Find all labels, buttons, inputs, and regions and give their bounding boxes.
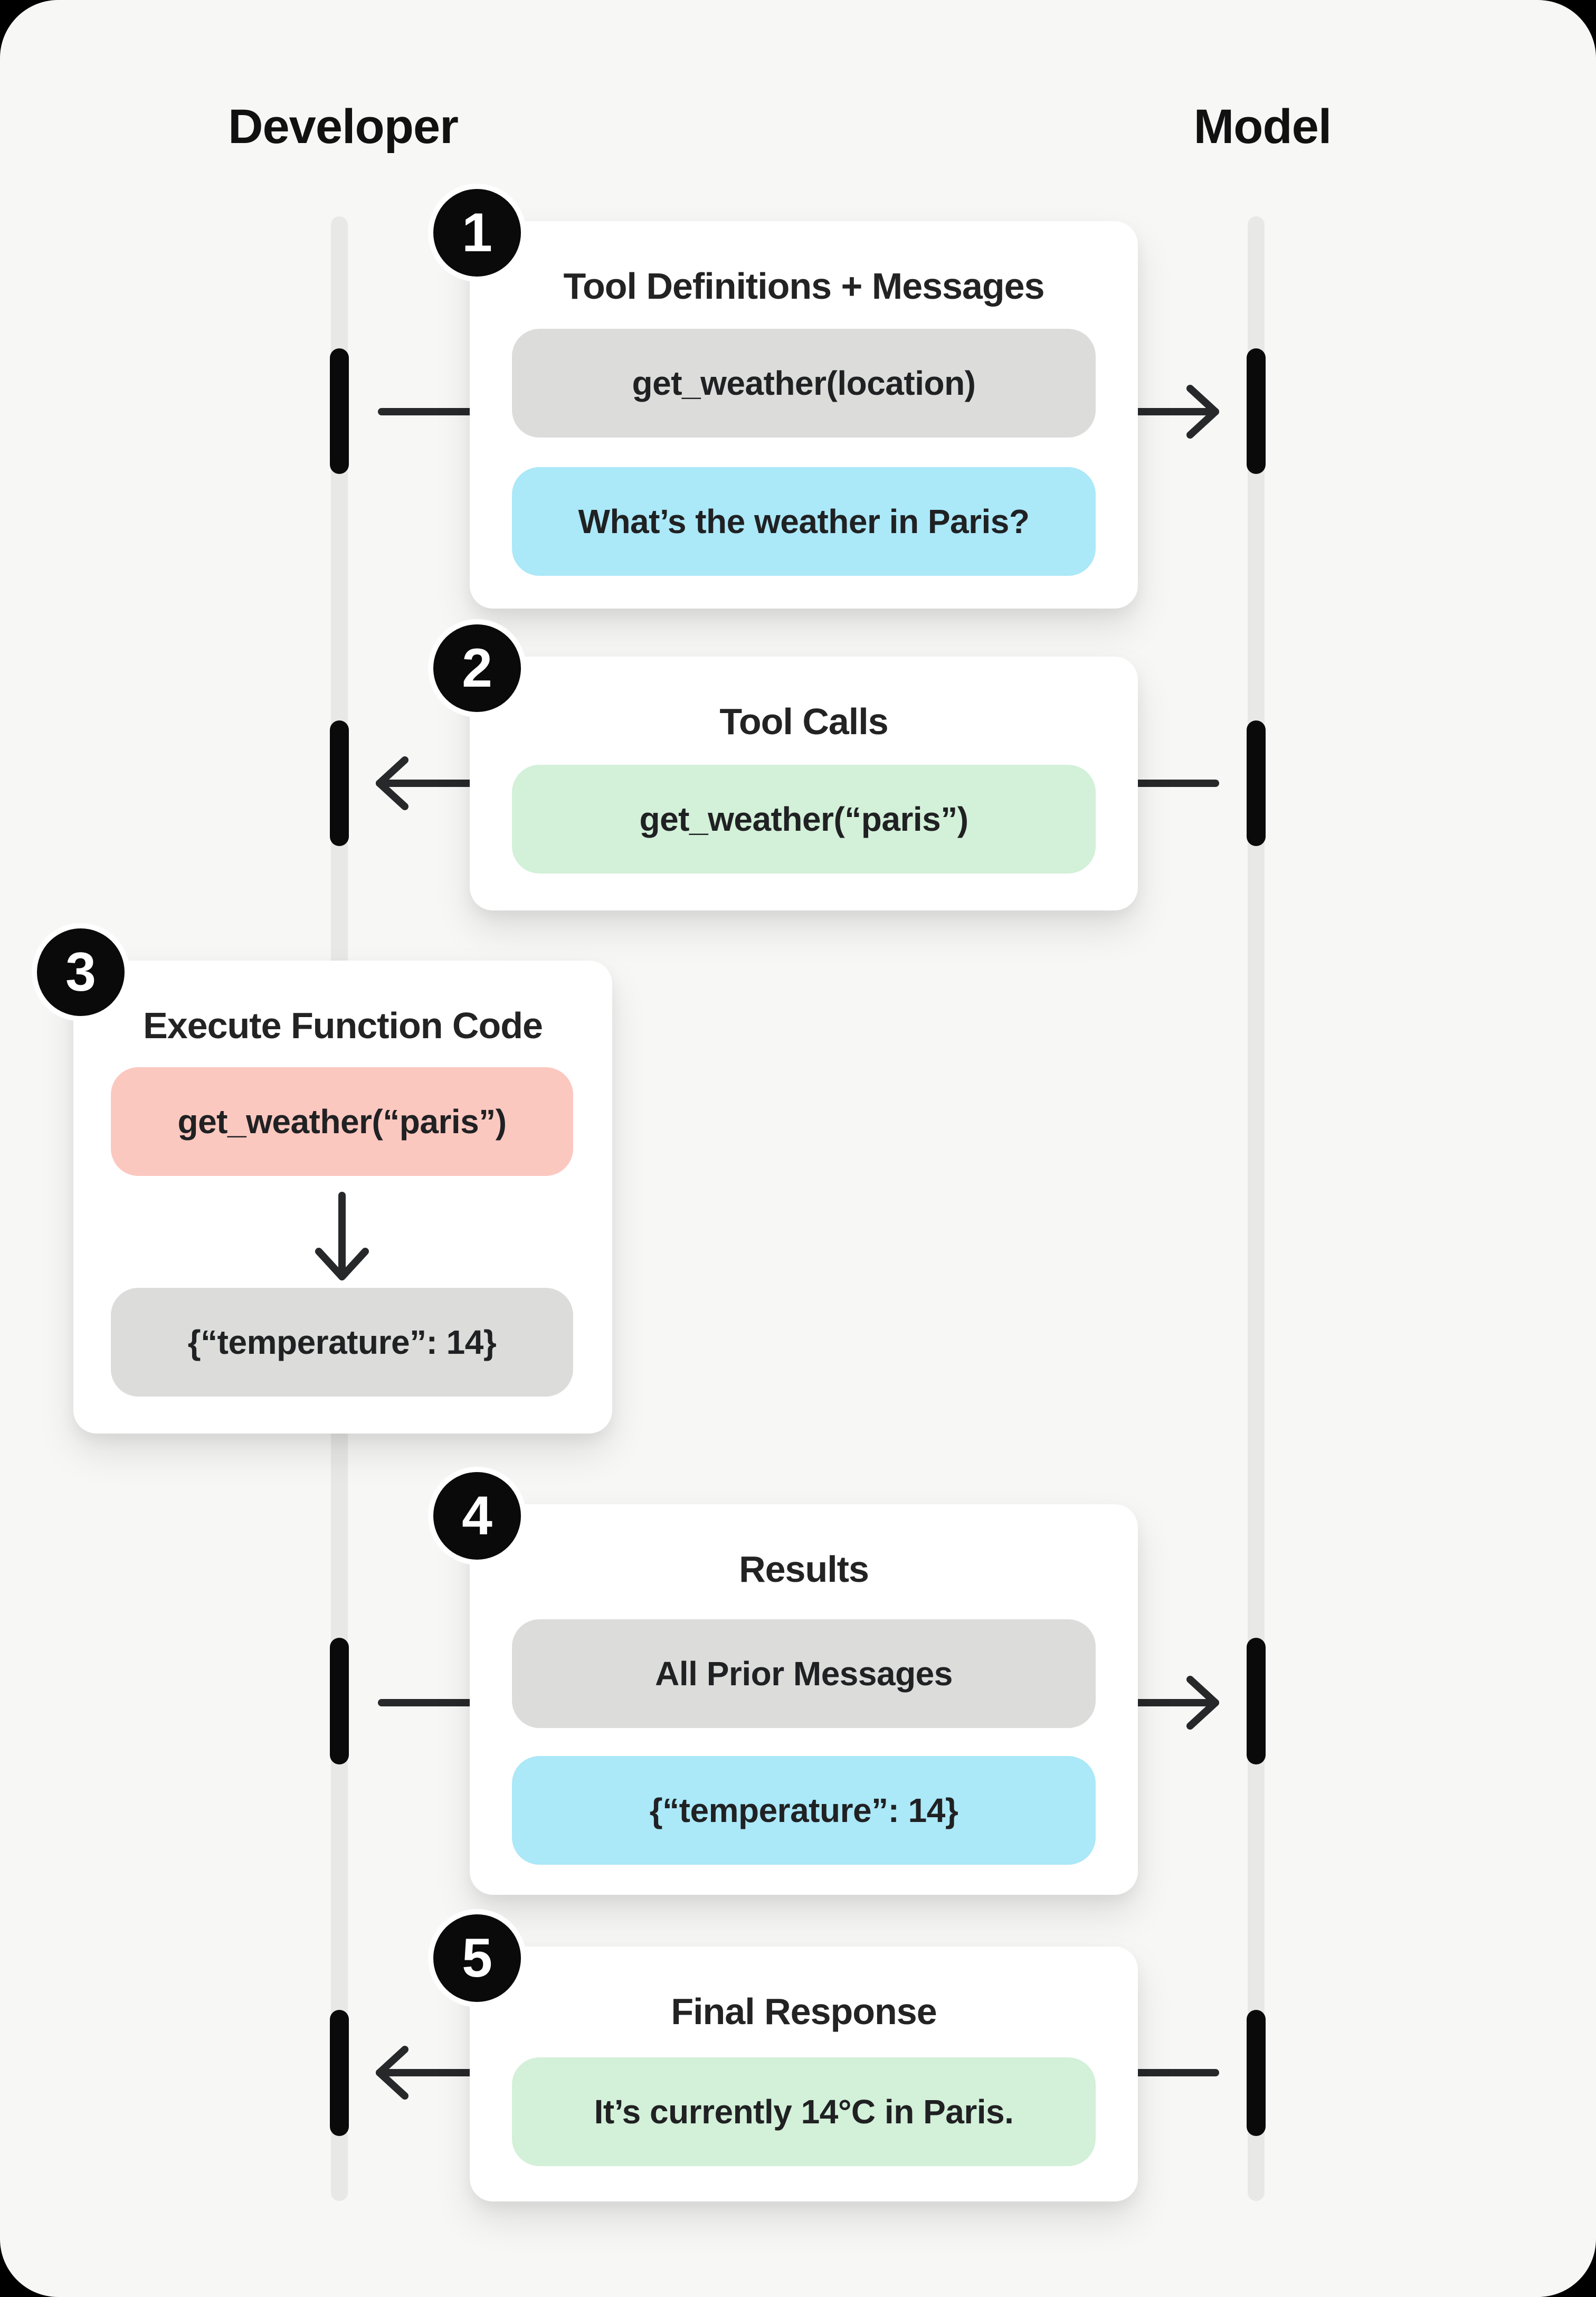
step3-card: Execute Function Code get_weather(“paris… bbox=[73, 961, 612, 1434]
step5-card: Final Response It’s currently 14°C in Pa… bbox=[470, 1947, 1138, 2201]
step2-tool-call-pill: get_weather(“paris”) bbox=[512, 765, 1096, 874]
step2-title: Tool Calls bbox=[719, 701, 888, 742]
step3-number-badge: 3 bbox=[32, 923, 130, 1021]
step1-user-message-pill: What’s the weather in Paris? bbox=[512, 467, 1096, 576]
model-lifeline bbox=[1248, 216, 1265, 2201]
model-activation-bar-step1 bbox=[1247, 348, 1266, 474]
arrow-step3-down-icon bbox=[315, 1192, 369, 1280]
step5-number-badge: 5 bbox=[428, 1909, 526, 2007]
developer-activation-bar-step5 bbox=[330, 2010, 349, 2136]
step2-number-badge: 2 bbox=[428, 619, 526, 717]
step5-title: Final Response bbox=[671, 1991, 937, 2032]
step1-number-badge: 1 bbox=[428, 184, 526, 282]
step3-function-result-pill: {“temperature”: 14} bbox=[111, 1288, 573, 1397]
step2-card: Tool Calls get_weather(“paris”) bbox=[470, 657, 1138, 910]
model-lane-label: Model bbox=[1193, 100, 1332, 154]
step3-function-call-pill: get_weather(“paris”) bbox=[111, 1067, 573, 1176]
step3-title: Execute Function Code bbox=[143, 1005, 543, 1046]
step4-title: Results bbox=[739, 1549, 869, 1590]
developer-activation-bar-step1 bbox=[330, 348, 349, 474]
step5-final-response-pill: It’s currently 14°C in Paris. bbox=[512, 2057, 1096, 2166]
step4-result-message-pill: {“temperature”: 14} bbox=[512, 1756, 1096, 1865]
model-activation-bar-step2 bbox=[1247, 720, 1266, 846]
developer-lane-label: Developer bbox=[228, 100, 459, 154]
model-activation-bar-step4 bbox=[1247, 1638, 1266, 1764]
step1-card: Tool Definitions + Messages get_weather(… bbox=[470, 221, 1138, 609]
step1-title: Tool Definitions + Messages bbox=[563, 265, 1044, 307]
step1-tool-definition-pill: get_weather(location) bbox=[512, 329, 1096, 438]
developer-activation-bar-step2 bbox=[330, 720, 349, 846]
step4-prior-messages-pill: All Prior Messages bbox=[512, 1619, 1096, 1728]
developer-activation-bar-step4 bbox=[330, 1638, 349, 1764]
model-activation-bar-step5 bbox=[1247, 2010, 1266, 2136]
step4-card: Results All Prior Messages {“temperature… bbox=[470, 1504, 1138, 1895]
step4-number-badge: 4 bbox=[428, 1467, 526, 1565]
